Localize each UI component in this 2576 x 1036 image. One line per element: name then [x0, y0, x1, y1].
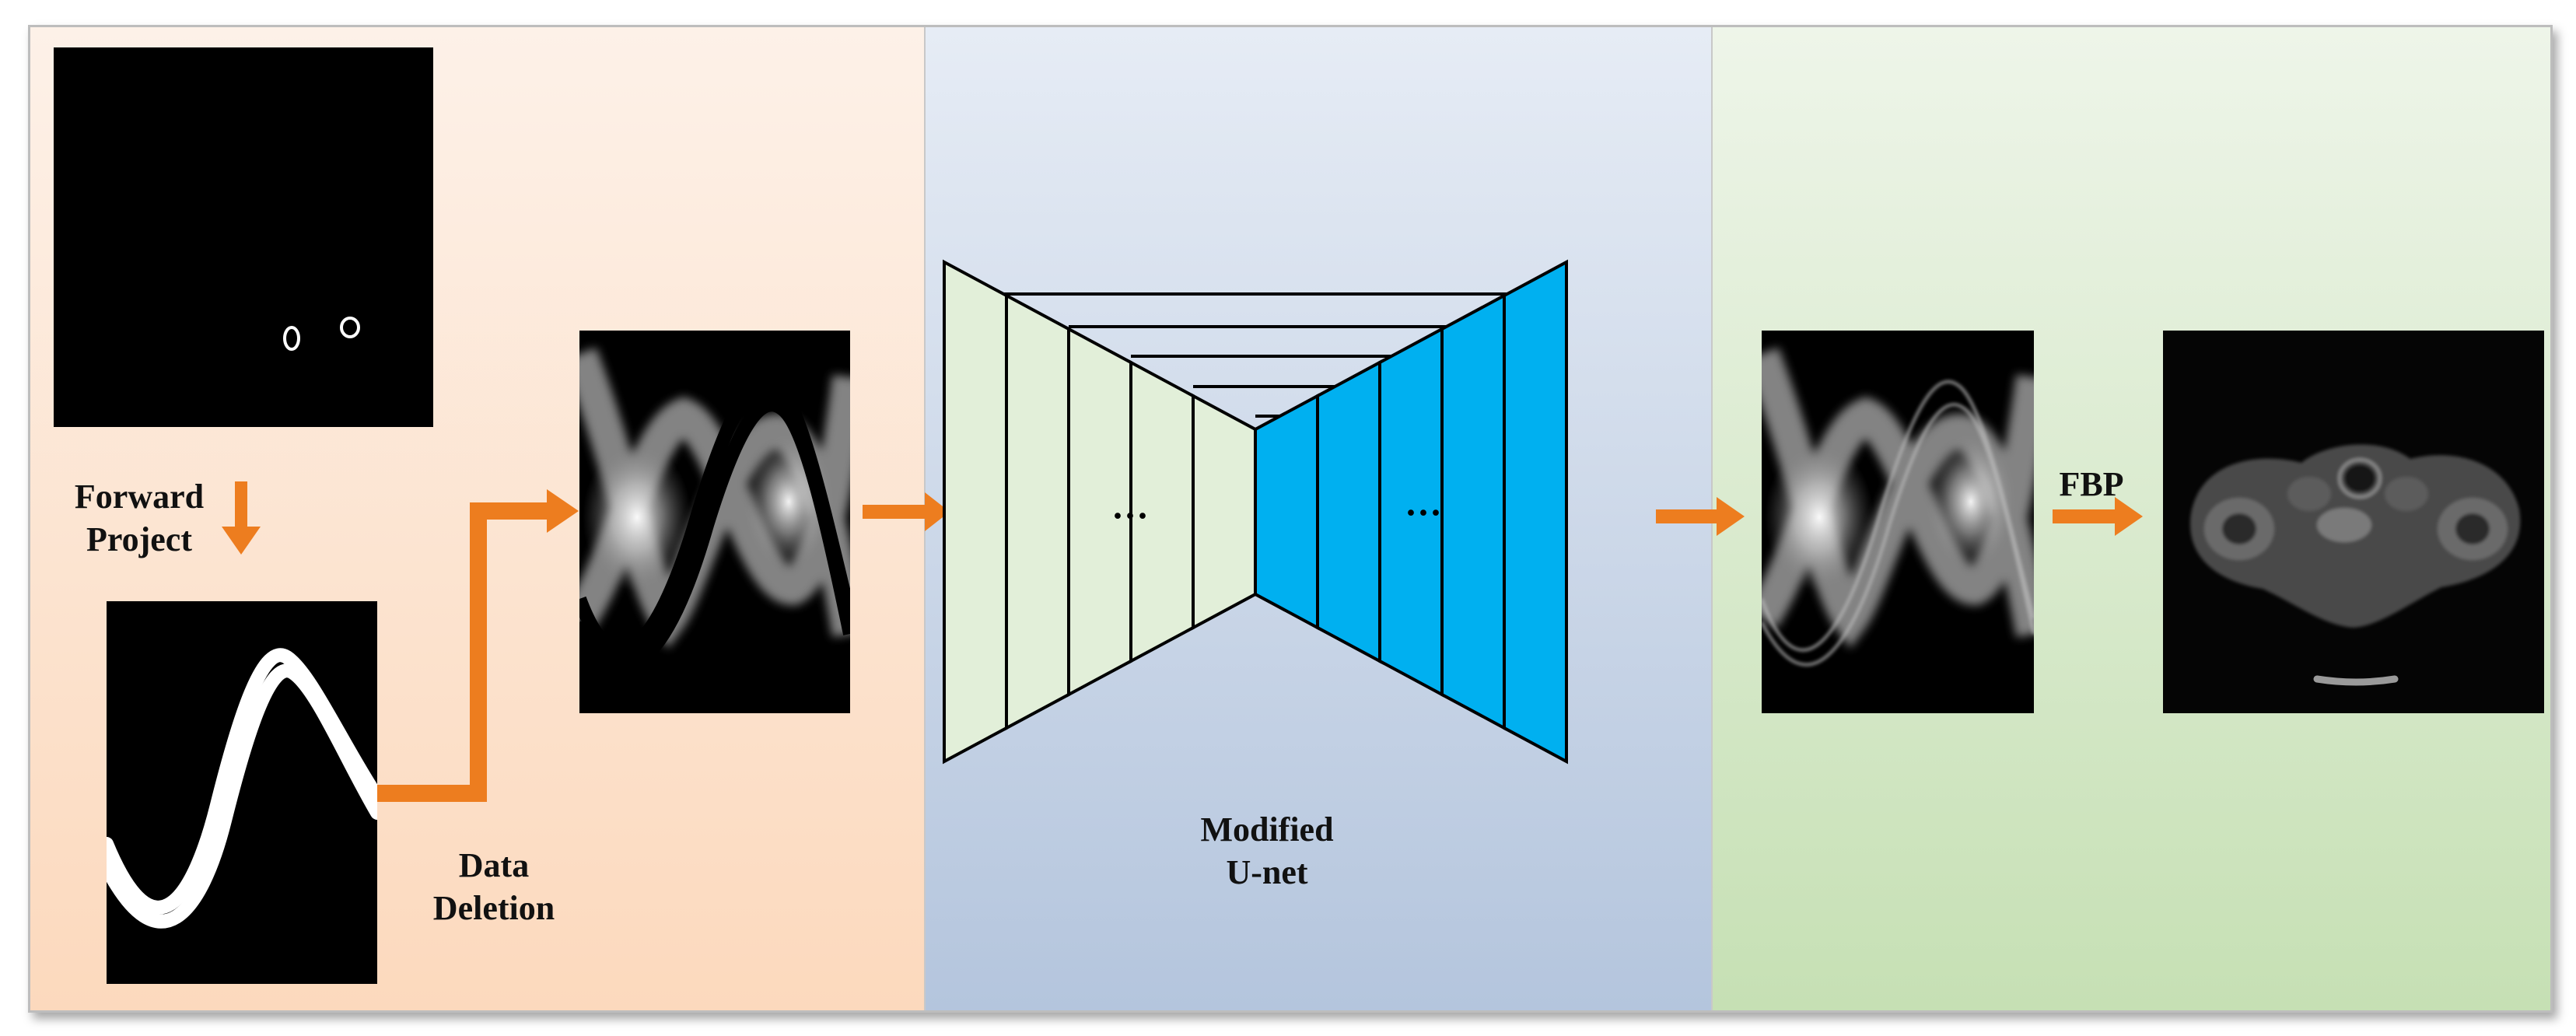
network-label-line1: Modified: [1200, 810, 1334, 849]
forward-project-label: Forward Project: [61, 475, 217, 561]
input-to-network-arrow: [863, 492, 950, 531]
encoder-ellipsis: ···: [1111, 495, 1149, 537]
network-label-line2: U-net: [1226, 853, 1308, 891]
pipeline-diagram: ··· ···: [28, 25, 2553, 1013]
metal-trace-sinogram: [107, 601, 377, 984]
network-to-output-arrow: [1656, 497, 1745, 536]
completed-sinogram: [1762, 331, 2034, 713]
decoder-ellipsis: ···: [1405, 492, 1442, 534]
corrupted-sinogram: [579, 331, 850, 713]
forward-project-line2: Project: [86, 520, 192, 558]
decoder: [1254, 259, 1568, 765]
data-deletion-arrow: [377, 489, 579, 802]
data-deletion-line2: Deletion: [432, 889, 555, 927]
metal-mask-image: [54, 47, 433, 427]
diagram-canvas: ··· ···: [30, 27, 2550, 1010]
encoder: [943, 259, 1257, 765]
network-label: Modified U-net: [1174, 808, 1360, 894]
data-deletion-label: Data Deletion: [408, 844, 579, 929]
data-deletion-line1: Data: [458, 846, 530, 884]
forward-project-line1: Forward: [74, 478, 205, 516]
forward-project-arrow: [222, 481, 261, 555]
fbp-label: FBP: [2059, 465, 2124, 503]
reconstructed-ct-image: [2163, 331, 2544, 713]
fbp-arrow: [2053, 497, 2143, 536]
